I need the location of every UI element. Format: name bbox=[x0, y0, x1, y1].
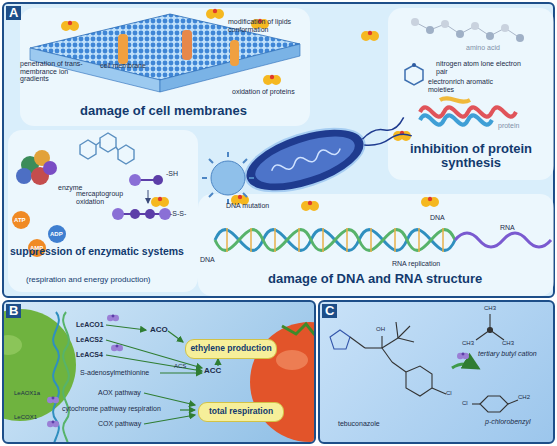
label: mercaptogroup oxidation bbox=[76, 190, 136, 205]
enzyme-drawing bbox=[112, 208, 124, 220]
ros-symbol bbox=[47, 397, 59, 404]
result-box: ethylene production bbox=[185, 339, 277, 359]
label: nitrogen atom lone electron pair bbox=[436, 60, 526, 75]
label: ATP bbox=[14, 217, 26, 224]
heading: damage of DNA and RNA structure bbox=[268, 272, 482, 286]
label: amino acid bbox=[466, 44, 500, 52]
label: CH3 bbox=[502, 340, 514, 347]
enzyme-drawing bbox=[48, 225, 66, 243]
enzyme-drawing bbox=[148, 190, 149, 203]
region: inhibition of protein synthesis bbox=[388, 8, 554, 180]
label: CH2 bbox=[518, 394, 530, 401]
subheading: (respiration and energy production) bbox=[26, 276, 196, 285]
tomato-drawing bbox=[4, 335, 22, 355]
pathway-arrows bbox=[217, 359, 218, 366]
enzyme-drawing bbox=[16, 168, 32, 184]
chemical-structure bbox=[472, 403, 480, 404]
label: ACS bbox=[174, 363, 186, 370]
chemical-structure bbox=[365, 347, 382, 348]
label: Cl bbox=[446, 390, 452, 397]
label: LeACS2 bbox=[76, 336, 103, 344]
label: oxidation of proteins bbox=[232, 88, 295, 96]
box-label: ethylene production bbox=[186, 344, 276, 353]
enzyme-drawing bbox=[159, 208, 171, 220]
label: AOX pathway bbox=[98, 389, 141, 397]
result-box: total respiration bbox=[198, 402, 284, 422]
membrane-drawing bbox=[230, 40, 239, 66]
label: tertiary butyl cation bbox=[478, 350, 537, 358]
heading: damage of cell membranes bbox=[80, 104, 247, 118]
protein-drawing bbox=[412, 63, 416, 67]
panel-letter: B bbox=[6, 304, 21, 318]
panel-letter: C bbox=[322, 304, 337, 318]
label: protein bbox=[498, 122, 519, 130]
box-label: total respiration bbox=[199, 407, 283, 416]
label: -S-S- bbox=[170, 210, 186, 218]
protein-drawing bbox=[411, 18, 419, 26]
label: ACC bbox=[204, 367, 221, 376]
bacterium bbox=[270, 145, 341, 175]
chemical-structure bbox=[488, 328, 493, 333]
label: RNA bbox=[500, 224, 515, 232]
protein-drawing bbox=[501, 24, 509, 32]
label: tebuconazole bbox=[338, 420, 380, 428]
label: ACO bbox=[150, 326, 168, 335]
membrane-drawing bbox=[118, 34, 128, 64]
label: electronrich aromatic moieties bbox=[428, 78, 508, 93]
label: DNA mutation bbox=[226, 202, 269, 210]
protein-drawing bbox=[441, 20, 449, 28]
virus bbox=[211, 161, 245, 195]
label: DNA bbox=[430, 214, 445, 222]
enzyme-drawing bbox=[130, 209, 140, 219]
panel-letter: A bbox=[6, 6, 21, 20]
label: AMP bbox=[30, 245, 43, 252]
label: cell membrane bbox=[100, 62, 146, 70]
protein-drawing bbox=[471, 22, 479, 30]
enzyme-drawing bbox=[43, 161, 57, 175]
pathway-arrows bbox=[180, 409, 195, 410]
enzyme-drawing bbox=[145, 209, 155, 219]
chemical-structure bbox=[381, 336, 382, 348]
heading: inhibition of protein synthesis bbox=[396, 142, 546, 171]
label: Cl bbox=[462, 400, 468, 407]
protein-drawing bbox=[426, 26, 434, 34]
label: ADP bbox=[50, 231, 63, 238]
label: -SH bbox=[166, 170, 178, 178]
label: LeCOX1 bbox=[14, 414, 37, 421]
label: COX pathway bbox=[98, 420, 141, 428]
tomato-drawing bbox=[276, 350, 308, 370]
label: CH3 bbox=[462, 340, 474, 347]
label: LeAOX1a bbox=[14, 390, 40, 397]
enzyme-drawing bbox=[129, 174, 141, 186]
label: CH3 bbox=[484, 305, 496, 312]
label: S-adenosylmethionine bbox=[80, 369, 149, 377]
label: cytochrome pathway respiration bbox=[62, 405, 161, 413]
label: LeACO1 bbox=[76, 321, 104, 329]
label: OH bbox=[376, 326, 385, 333]
protein-drawing bbox=[516, 34, 524, 42]
protein-drawing bbox=[486, 32, 494, 40]
label: modification of lipids conformation bbox=[228, 18, 318, 33]
label: penetration of trans-membrance ion gradi… bbox=[20, 60, 98, 83]
enzyme-drawing bbox=[153, 175, 163, 185]
membrane-drawing bbox=[182, 30, 192, 60]
enzyme-drawing bbox=[12, 211, 30, 229]
label: p-chlorobenzyl bbox=[485, 418, 531, 426]
label: DNA bbox=[200, 256, 215, 264]
label: LeACS4 bbox=[76, 351, 103, 359]
label: RNA replication bbox=[392, 260, 440, 268]
enzyme-drawing bbox=[118, 213, 165, 215]
pathway-arrows bbox=[160, 372, 202, 373]
protein-drawing bbox=[456, 30, 464, 38]
